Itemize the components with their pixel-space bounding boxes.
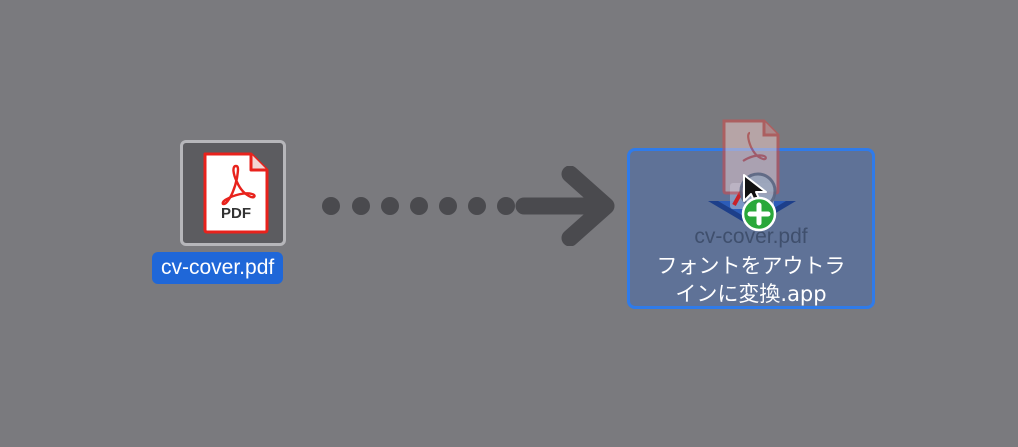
app-name-line-1: フォントをアウトラ [656,254,846,278]
drop-target-app[interactable]: cv-cover.pdf フォントをアウトラ インに変換.app [627,119,875,309]
file-icon-selection[interactable]: PDF [180,140,286,246]
app-name-line-2: インに変換.app [675,282,827,306]
pdf-document-icon[interactable]: PDF [201,152,271,234]
file-name-label[interactable]: cv-cover.pdf [152,252,284,284]
pdf-badge-text: PDF [221,205,251,222]
dragged-file-ghost-label: cv-cover.pdf [694,225,808,248]
dotted-right-arrow-icon [322,166,615,246]
app-name-label[interactable]: フォントをアウトラ インに変換.app [630,252,872,308]
copy-plus-icon [741,196,777,232]
source-file-item[interactable]: PDF cv-cover.pdf [152,140,326,286]
